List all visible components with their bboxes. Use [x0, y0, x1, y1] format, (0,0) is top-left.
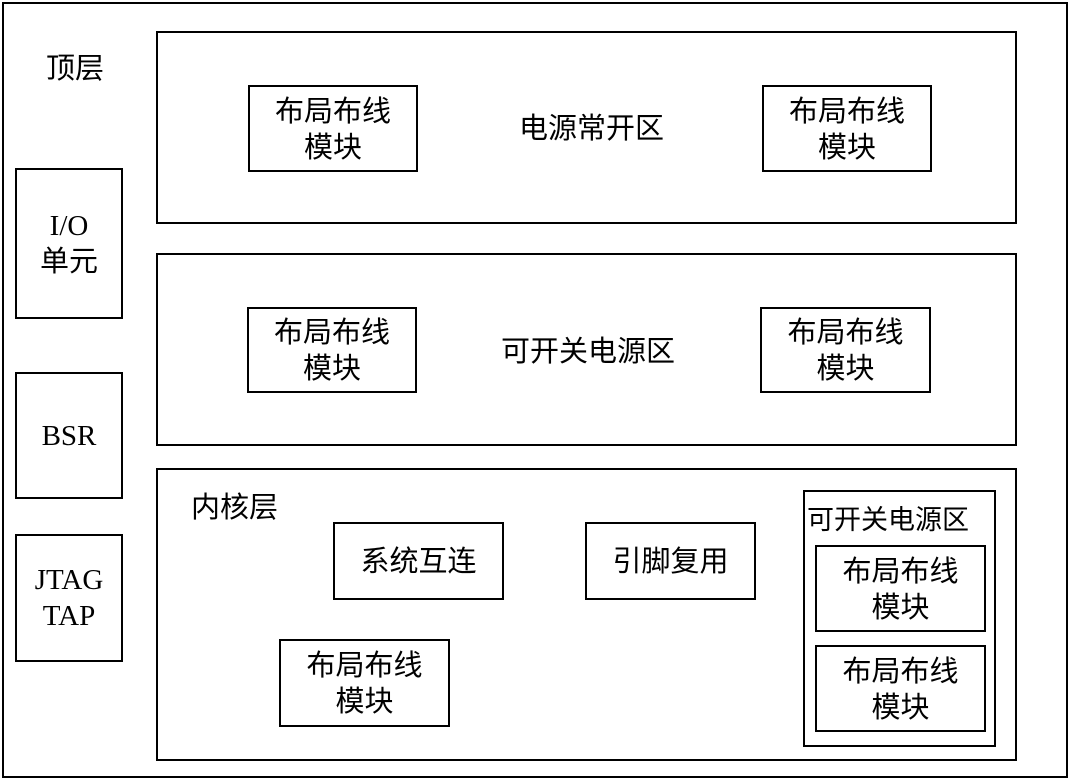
system-interconnect-label: 系统互连 [360, 544, 477, 578]
switchable-right-module: 布局布线 模块 [760, 307, 931, 393]
jtag-tap-block: JTAG TAP [15, 534, 123, 662]
module-line2: 模块 [335, 684, 394, 718]
nested-module-1: 布局布线 模块 [815, 545, 986, 632]
system-interconnect-block: 系统互连 [333, 522, 504, 600]
module-line1: 布局布线 [787, 315, 904, 349]
always-on-right-module: 布局布线 模块 [762, 85, 932, 172]
core-layer-label: 内核层 [191, 490, 279, 524]
module-line1: 布局布线 [842, 553, 959, 588]
module-line1: 布局布线 [842, 653, 959, 688]
module-line1: 布局布线 [306, 648, 423, 682]
switchable-left-module: 布局布线 模块 [247, 307, 417, 393]
io-unit-line2: 单元 [39, 245, 98, 278]
module-line2: 模块 [302, 351, 361, 385]
module-line1: 布局布线 [788, 93, 905, 128]
pin-mux-label: 引脚复用 [612, 544, 729, 578]
jtag-tap-line1: JTAG [34, 564, 104, 596]
nested-module-2: 布局布线 模块 [815, 645, 986, 732]
module-line2: 模块 [816, 351, 875, 385]
module-line1: 布局布线 [274, 93, 391, 128]
bsr-block: BSR [15, 372, 123, 499]
io-unit-line1: I/O [49, 209, 89, 242]
core-module: 布局布线 模块 [279, 639, 450, 727]
nested-switchable-region-label: 可开关电源区 [807, 505, 969, 536]
always-on-region-label: 电源常开区 [519, 111, 665, 145]
always-on-left-module: 布局布线 模块 [248, 85, 418, 172]
io-unit-block: I/O 单元 [15, 168, 123, 319]
jtag-tap-line2: TAP [42, 600, 96, 632]
bsr-label: BSR [41, 419, 97, 452]
module-line1: 布局布线 [273, 315, 390, 349]
module-line2: 模块 [303, 129, 362, 164]
switchable-region-label: 可开关电源区 [501, 334, 676, 368]
module-line2: 模块 [871, 589, 930, 624]
pin-mux-block: 引脚复用 [585, 522, 756, 600]
top-layer-label: 顶层 [46, 51, 105, 85]
module-line2: 模块 [871, 689, 930, 724]
module-line2: 模块 [817, 129, 876, 164]
